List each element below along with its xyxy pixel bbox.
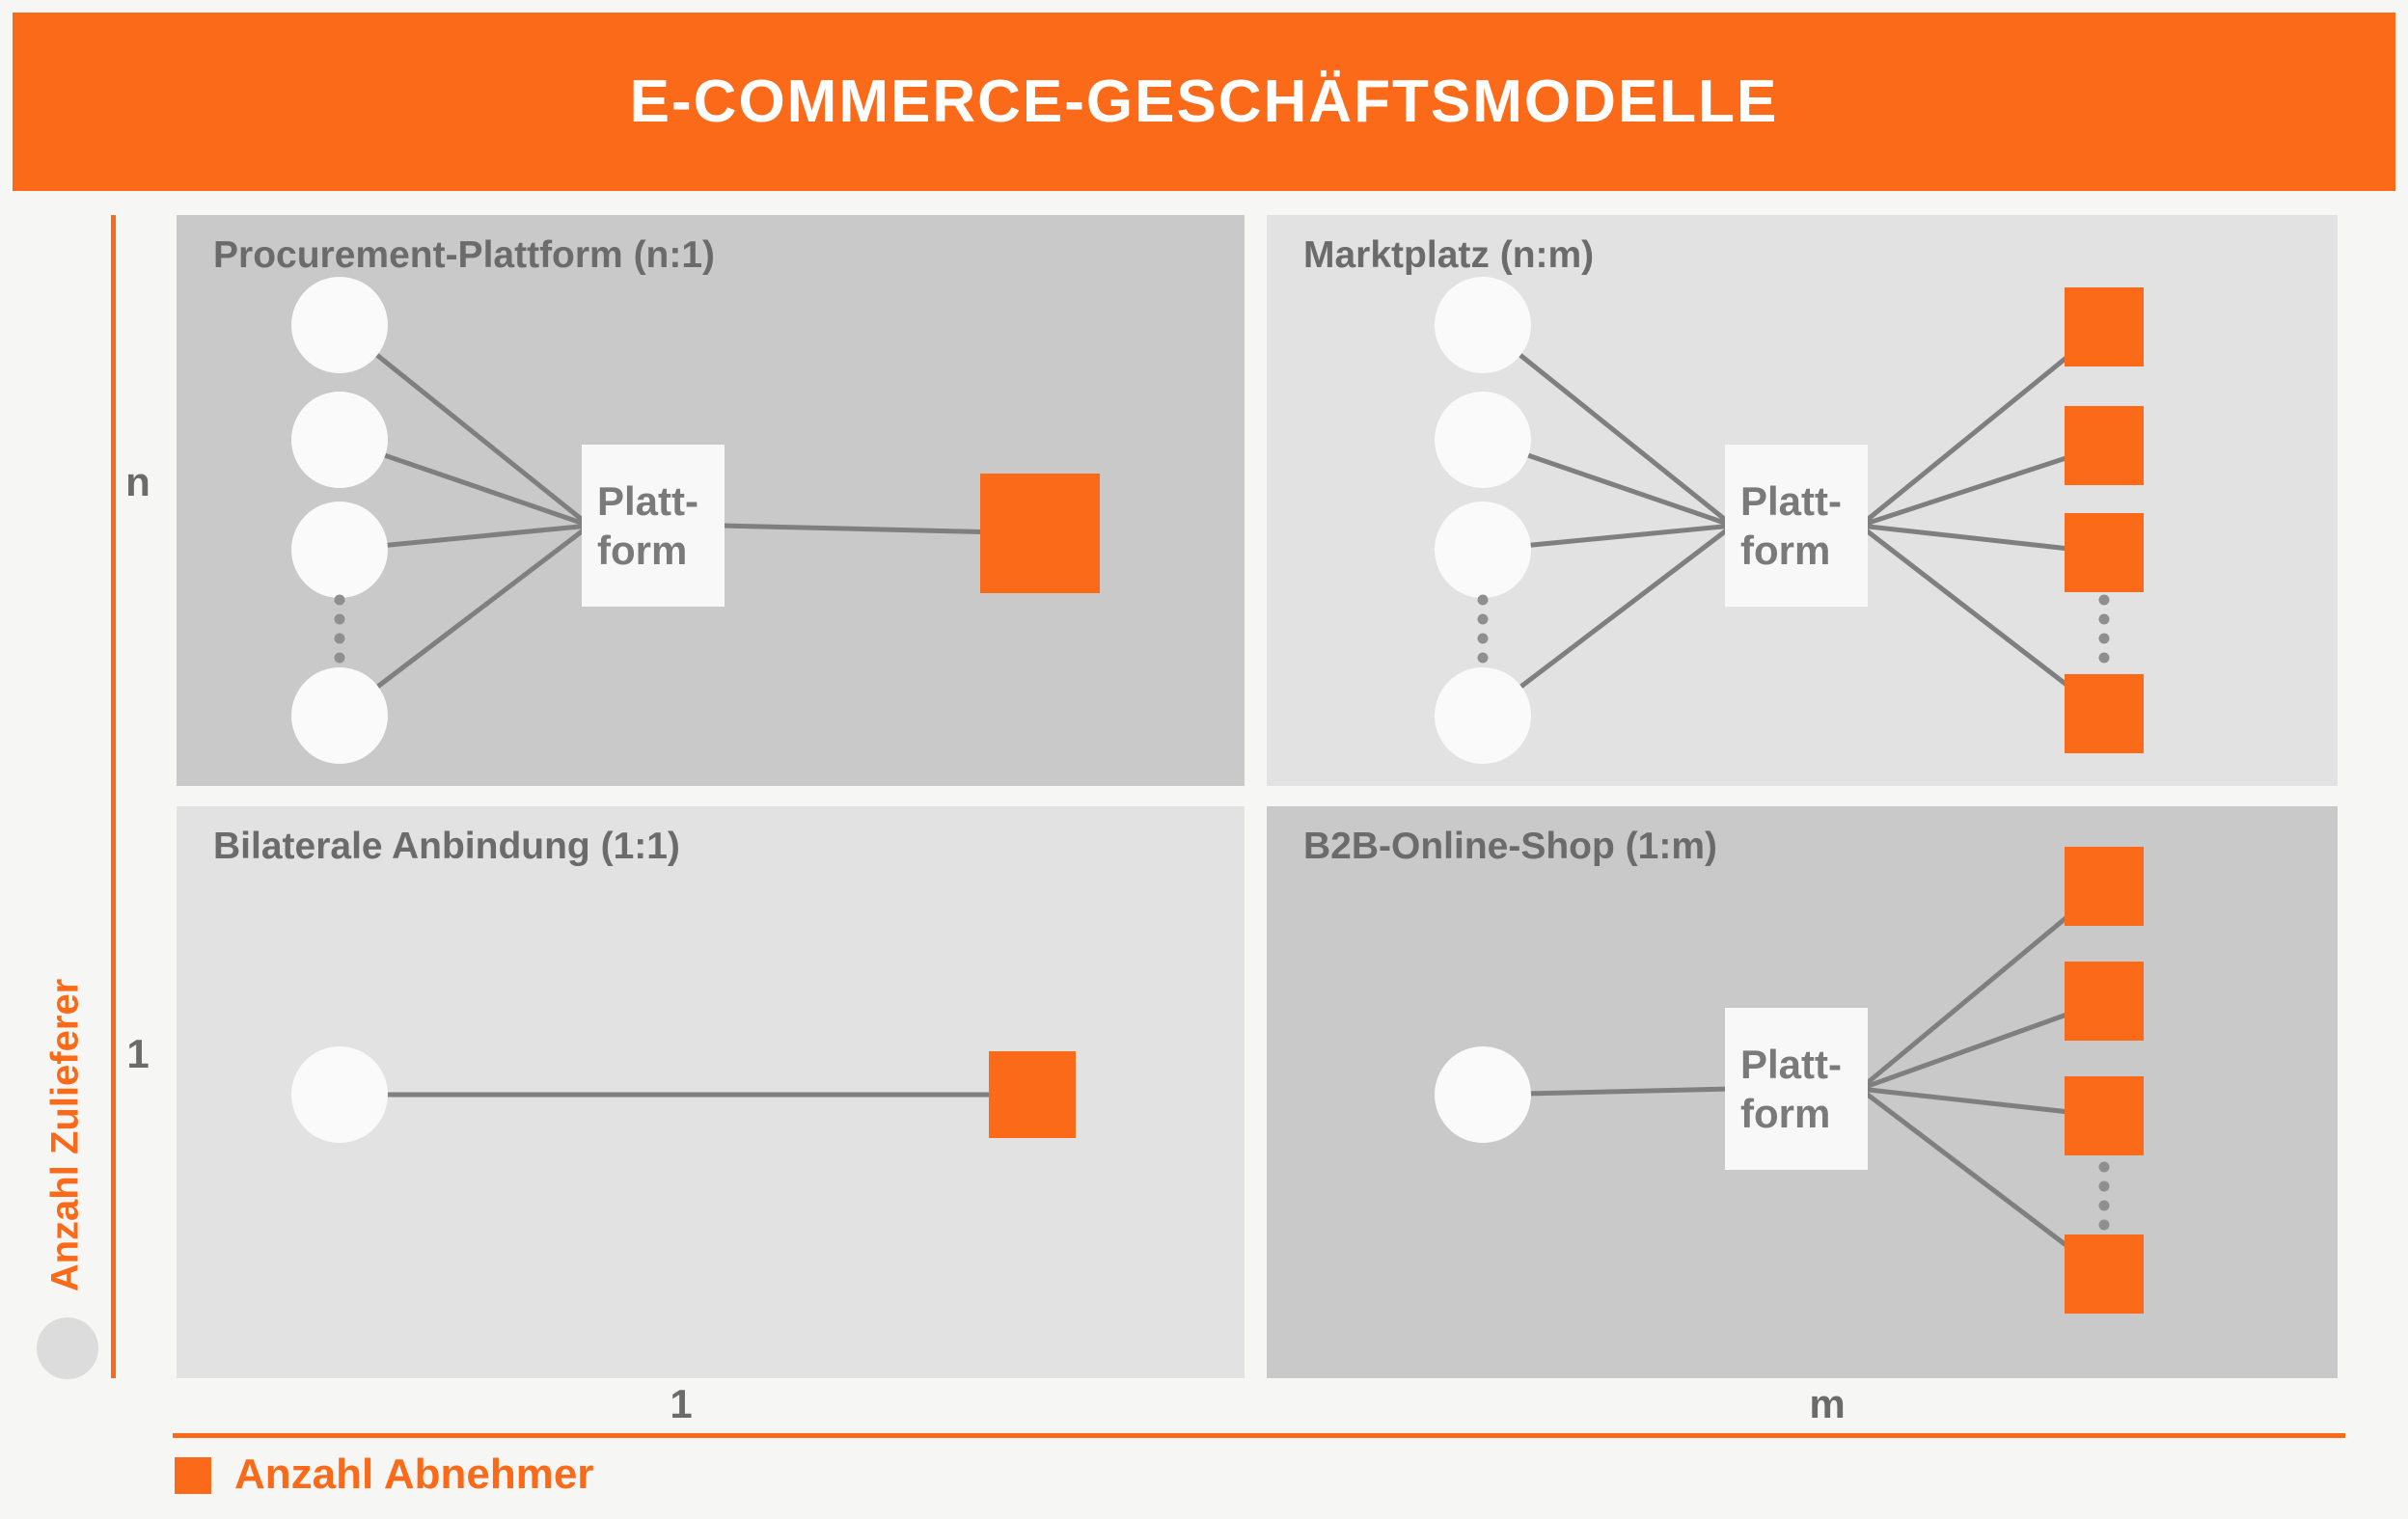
quadrant-title: B2B-Online-Shop (1:m) [1303,826,1717,867]
connector-line [1859,523,2105,556]
connector-line [1481,524,1735,718]
quadrant-bilaterale-anbindung: Bilaterale Anbindung (1:1) [177,806,1245,1378]
buyer-node-square [2065,847,2144,926]
buyer-node-square [2065,513,2144,592]
supplier-legend-circle-icon [37,1317,98,1379]
quadrant-title: Procurement-Plattform (n:1) [213,234,716,276]
x-tick-m: m [1809,1381,1846,1426]
buyer-node-square [980,474,1100,593]
platform-label: form [597,528,688,573]
platform-label: Platt- [597,477,698,524]
x-legend-label: Anzahl Abnehmer [234,1451,594,1498]
connector-line [1859,998,2105,1092]
supplier-node-circle [1435,277,1531,373]
y-axis-title: Anzahl Zulieferer [43,978,87,1292]
platform-box: Platt- form [1725,445,1868,607]
quadrant-title: Marktplatz (n:m) [1303,234,1595,276]
connector-line [338,323,591,528]
platform-label: form [1740,1091,1831,1136]
supplier-node-circle [1435,392,1531,488]
quadrant-procurement-plattform: Procurement-Plattform (n:1) Platt- form [177,215,1245,786]
y-tick-n: n [125,459,150,504]
supplier-node-circle [1435,502,1531,598]
buyer-node-square [989,1051,1076,1138]
supplier-node-circle [1435,667,1531,764]
supplier-node-circle [291,667,388,764]
supplier-node-circle [291,392,388,488]
platform-box: Platt- form [1725,1008,1868,1170]
x-tick-1: 1 [670,1381,693,1426]
ellipsis-dots [2098,594,2110,664]
connector-line [1481,323,1735,528]
buyer-node-square [2065,1234,2144,1314]
y-tick-1: 1 [126,1031,150,1076]
connector-line [1858,884,2106,1091]
x-axis-line [173,1433,2345,1438]
connector-line [1859,1086,2105,1119]
ellipsis-dots [2098,1161,2110,1231]
quadrant-b2b-online-shop: B2B-Online-Shop (1:m) Platt- form [1267,806,2338,1378]
supplier-node-circle [291,502,388,598]
quadrant-title: Bilaterale Anbindung (1:1) [213,826,680,867]
connector-line [1859,443,2105,529]
supplier-node-circle [1435,1046,1531,1143]
platform-label: form [1740,528,1831,573]
connector-line [1858,524,2106,716]
supplier-node-circle [291,277,388,373]
quadrant-marktplatz: Marktplatz (n:m) Platt- form [1267,215,2338,786]
header-bar: E-COMMERCE-GESCHÄFTSMODELLE [13,13,2395,191]
ellipsis-dots [1477,594,1489,664]
platform-label: Platt- [1740,477,1842,524]
connector-line [1858,1087,2106,1276]
connector-line [1858,325,2106,528]
platform-box: Platt- form [582,445,725,607]
page-title: E-COMMERCE-GESCHÄFTSMODELLE [629,68,1779,135]
buyer-node-square [2065,1076,2144,1155]
y-axis-line [111,215,116,1378]
platform-label: Platt- [1740,1041,1842,1087]
connector-line [338,524,591,718]
buyer-node-square [2065,674,2144,753]
ellipsis-dots [334,594,345,664]
buyer-node-square [2065,406,2144,485]
buyer-node-square [2065,287,2144,366]
buyer-legend-square-icon [175,1457,211,1494]
supplier-node-circle [291,1046,388,1143]
buyer-node-square [2065,962,2144,1041]
